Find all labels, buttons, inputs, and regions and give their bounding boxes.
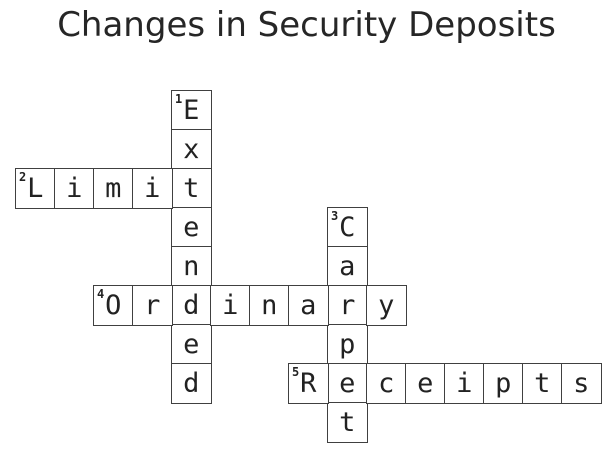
clue-number: 4 xyxy=(97,287,105,301)
cell-letter: i xyxy=(144,173,161,205)
crossword-cell: a xyxy=(288,285,329,326)
crossword-cell: i xyxy=(132,168,173,209)
crossword-cell: t xyxy=(522,363,563,404)
crossword-cell: x xyxy=(171,129,212,170)
crossword-cell: s xyxy=(561,363,602,404)
cell-letter: n xyxy=(183,251,200,283)
cell-letter: x xyxy=(183,134,200,166)
cell-letter: R xyxy=(300,368,317,400)
cell-letter: p xyxy=(495,368,512,400)
crossword-cell: t xyxy=(327,402,368,443)
cell-letter: i xyxy=(456,368,473,400)
cell-letter: s xyxy=(573,368,590,400)
cell-letter: r xyxy=(339,290,356,322)
cell-letter: m xyxy=(105,173,122,205)
cell-letter: t xyxy=(339,407,356,439)
clue-number: 3 xyxy=(331,209,339,223)
crossword-cell: e xyxy=(171,207,212,248)
cell-letter: c xyxy=(378,368,395,400)
cell-letter: i xyxy=(66,173,83,205)
cell-letter: a xyxy=(300,290,317,322)
crossword-cell: d xyxy=(171,285,212,326)
cell-letter: L xyxy=(27,173,44,205)
cell-letter: e xyxy=(183,212,200,244)
clue-number: 5 xyxy=(292,365,300,379)
cell-letter: t xyxy=(183,173,200,205)
crossword-cell: d xyxy=(171,363,212,404)
cell-letter: e xyxy=(183,329,200,361)
crossword-cell: a xyxy=(327,246,368,287)
cell-letter: d xyxy=(183,290,200,322)
crossword-cell: i xyxy=(444,363,485,404)
cell-letter: n xyxy=(261,290,278,322)
cell-letter: i xyxy=(222,290,239,322)
crossword-cell: p xyxy=(483,363,524,404)
cell-letter: p xyxy=(339,329,356,361)
crossword-cell: c xyxy=(366,363,407,404)
crossword-cell: n xyxy=(249,285,290,326)
clue-number: 2 xyxy=(19,170,27,184)
cell-letter: C xyxy=(339,212,356,244)
crossword-cell: y xyxy=(366,285,407,326)
cell-letter: a xyxy=(339,251,356,283)
cell-letter: d xyxy=(183,368,200,400)
crossword-cell: e xyxy=(327,363,368,404)
crossword-cell: i xyxy=(54,168,95,209)
crossword-cell: i xyxy=(210,285,251,326)
cell-letter: e xyxy=(339,368,356,400)
clue-number: 1 xyxy=(175,92,183,106)
cell-letter: O xyxy=(105,290,122,322)
crossword-cell: m xyxy=(93,168,134,209)
cell-letter: y xyxy=(378,290,395,322)
crossword-cell: e xyxy=(405,363,446,404)
crossword-cell: r xyxy=(132,285,173,326)
cell-letter: t xyxy=(534,368,551,400)
cell-letter: E xyxy=(183,95,200,127)
crossword-cell: t xyxy=(171,168,212,209)
cell-letter: e xyxy=(417,368,434,400)
crossword-cell: r xyxy=(327,285,368,326)
crossword-cell: n xyxy=(171,246,212,287)
puzzle-title: Changes in Security Deposits xyxy=(57,5,556,45)
crossword-cell: e xyxy=(171,324,212,365)
crossword-cell: p xyxy=(327,324,368,365)
cell-letter: r xyxy=(144,290,161,322)
